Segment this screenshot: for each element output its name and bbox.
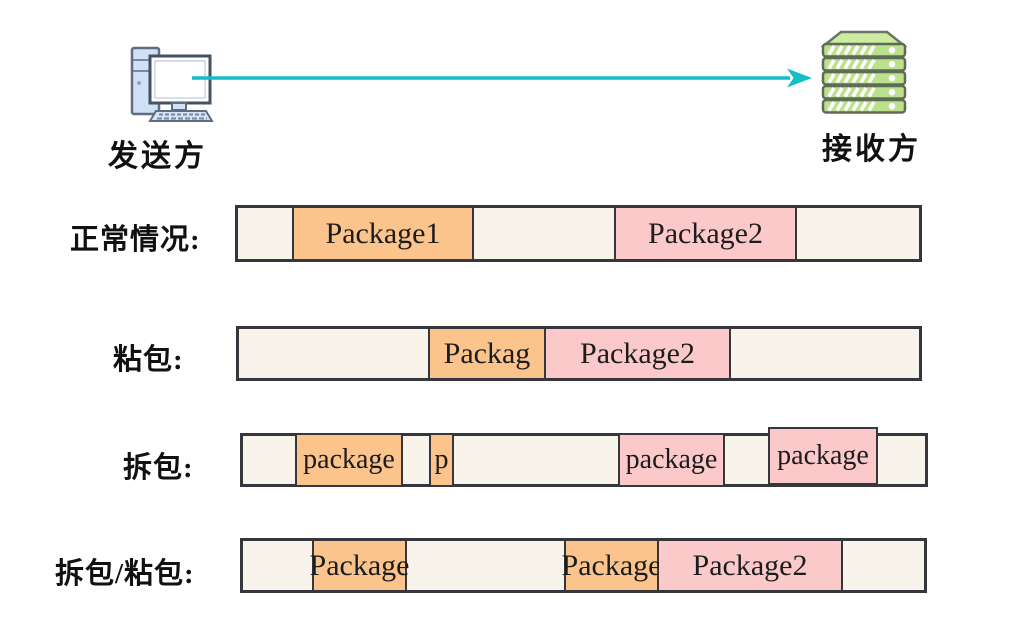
packet-fragment-box-small: p (429, 433, 454, 487)
packet-label: package (625, 444, 718, 475)
receiver-label: 接收方 (822, 133, 921, 166)
stream-bar-split: package p package package (240, 427, 928, 487)
transfer-arrow (192, 68, 812, 88)
packet-fragment-box-raised: package (768, 427, 878, 485)
packet-fragment-box: package (618, 433, 725, 487)
packet-label: p (434, 444, 449, 475)
packet-label: Package2 (580, 336, 695, 370)
packet-fragment-box: package (295, 433, 403, 487)
stream-bar-sticky: Packag Package2 (236, 326, 922, 381)
sender-label: 发送方 (108, 140, 207, 173)
packet-label: Package1 (325, 216, 441, 250)
stream-bar-split-sticky: Package Package Package2 (240, 538, 927, 593)
packet-label: Package2 (648, 216, 763, 250)
packet-segment-package1: Package1 (292, 208, 474, 259)
packet-label: Package2 (692, 548, 808, 582)
case-label-split: 拆包: (123, 452, 194, 484)
stream-bar-normal: Package1 Package2 (235, 205, 922, 262)
packet-segment-package1-clipped: Packag (428, 329, 546, 378)
packet-label: Packag (443, 336, 531, 370)
case-label-sticky: 粘包: (113, 344, 184, 376)
server-icon (820, 30, 908, 115)
packet-segment-package2: Package2 (614, 208, 797, 259)
packet-segment-package-part1: Package (309, 541, 410, 590)
packet-segment-package2: Package2 (659, 541, 843, 590)
case-label-normal: 正常情况: (70, 224, 201, 256)
packet-label: Package (561, 548, 662, 582)
packet-segment-package2: Package2 (546, 329, 731, 378)
packet-segment-package-part2: Package (561, 541, 662, 590)
packet-label: package (303, 444, 395, 475)
packet-label: package (777, 440, 869, 471)
case-label-split-sticky: 拆包/粘包: (55, 558, 195, 590)
packet-label: Package (309, 548, 410, 582)
